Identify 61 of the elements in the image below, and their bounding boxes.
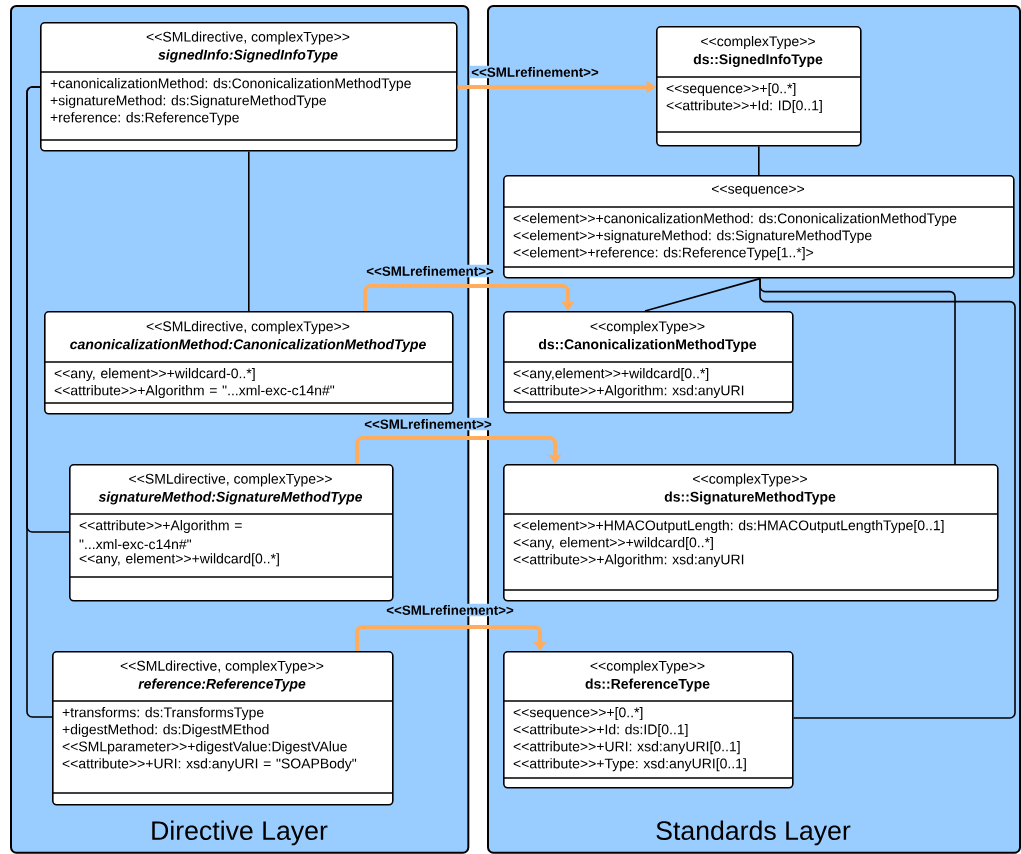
stereotype-text: <<SMLdirective, complexType>> xyxy=(146,321,350,335)
connector xyxy=(355,625,547,651)
class-box xyxy=(502,175,1015,279)
connector xyxy=(758,145,760,176)
attribute-text: <<attribute>>+Algorithm: xsd:anyURI xyxy=(513,385,744,399)
class-box xyxy=(655,26,862,147)
class-name: reference:ReferenceType xyxy=(138,678,306,692)
attribute-text: +digestMethod: ds:DigestMEthod xyxy=(62,724,269,738)
class-name: canonicalizationMethod:CanonicalizationMethodType xyxy=(70,339,426,353)
class-name: ds::ReferenceType xyxy=(585,678,710,692)
class-box xyxy=(502,464,999,602)
stereotype-text: <<SMLdirective, complexType>> xyxy=(120,660,324,674)
attribute-text: <<attribute>>+Algorithm = "...xml-exc-c14n#" xyxy=(54,385,335,399)
connector xyxy=(759,277,1016,719)
layer-title: Directive Layer xyxy=(152,820,328,846)
class-box xyxy=(502,311,794,414)
stereotype-text: <<SMLdirective, complexType>> xyxy=(129,473,332,487)
stereotype-text: <<complexType>> xyxy=(590,321,705,335)
connector xyxy=(355,436,562,464)
attribute-text: <<attribute>>+Algorithm = "...xml-exc-c14n#" xyxy=(79,520,242,550)
attribute-text: <<element>+reference: ds:ReferenceType[1..*]> xyxy=(513,247,814,261)
class-box xyxy=(68,464,394,602)
class-box xyxy=(39,22,458,152)
stereotype-text: <<sequence>> xyxy=(712,185,804,197)
attribute-text: <<attribute>>+Algorithm: xsd:anyURI xyxy=(513,554,744,568)
stereotype-text: <<complexType>> xyxy=(693,473,807,487)
attribute-text: +canonicalizationMethod: ds:CononicalizationMethodType xyxy=(50,78,411,92)
class-name: signedInfo:SignedInfoType xyxy=(158,49,338,63)
class-name: ds::CanonicalizationMethodType xyxy=(538,339,757,353)
layer-title: Standards Layer xyxy=(656,820,851,846)
class-name: ds::SignatureMethodType xyxy=(664,491,836,505)
attribute-text: +transforms: ds:TransformsType xyxy=(62,707,264,721)
attribute-text: <<element>>+HMACOutputLength: ds:HMACOutputLengthType[0..1] xyxy=(513,520,944,534)
attribute-text: +reference: ds:ReferenceType xyxy=(50,112,239,126)
attribute-text: <<attribute>>+URI: xsd:anyURI = "SOAPBody" xyxy=(62,758,357,772)
attribute-text: <<element>>+canonicalizationMethod: ds:CononicalizationMethodType xyxy=(513,213,957,227)
class-name: signatureMethod:SignatureMethodType xyxy=(98,491,363,505)
attribute-text: +signatureMethod: ds:SignatureMethodType xyxy=(50,95,326,109)
class-box xyxy=(502,651,794,789)
class-box xyxy=(43,311,454,415)
attribute-text: <<any, element>>+wildcard-0..*] xyxy=(54,368,255,382)
attribute-text: <<any, element>>+wildcard[0..*] xyxy=(79,553,279,567)
attribute-text: <<any, element>>+wildcard[0..*] xyxy=(513,537,713,551)
attribute-text: <<sequence>>+[0..*] xyxy=(513,707,643,721)
attribute-text: <<attribute>>+Type: xsd:anyURI[0..1] xyxy=(513,758,746,772)
stereotype-text: <<complexType>> xyxy=(590,660,705,674)
connector xyxy=(248,150,250,312)
class-name: ds::SignedInfoType xyxy=(693,53,823,68)
attribute-text: <<attribute>>+Id: ID[0..1] xyxy=(666,100,822,114)
attribute-text: <<element>>+signatureMethod: ds:SignatureMethodType xyxy=(513,230,872,244)
connector xyxy=(363,284,575,311)
class-box xyxy=(51,651,394,806)
attribute-text: <<sequence>>+[0..*] xyxy=(666,83,796,97)
stereotype-text: <<complexType>> xyxy=(701,36,815,50)
attribute-text: <<attribute>>+Id: ds:ID[0..1] xyxy=(513,724,688,738)
attribute-text: <<any,element>>+wildcard[0..*] xyxy=(513,368,709,382)
connector xyxy=(26,86,53,718)
stereotype-text: <<SMLdirective, complexType>> xyxy=(146,31,350,45)
attribute-text: <<SMLparameter>>+digestValue:DigestVAlue xyxy=(62,741,347,755)
attribute-text: <<attribute>>+URI: xsd:anyURI[0..1] xyxy=(513,741,740,755)
connector xyxy=(644,277,761,312)
